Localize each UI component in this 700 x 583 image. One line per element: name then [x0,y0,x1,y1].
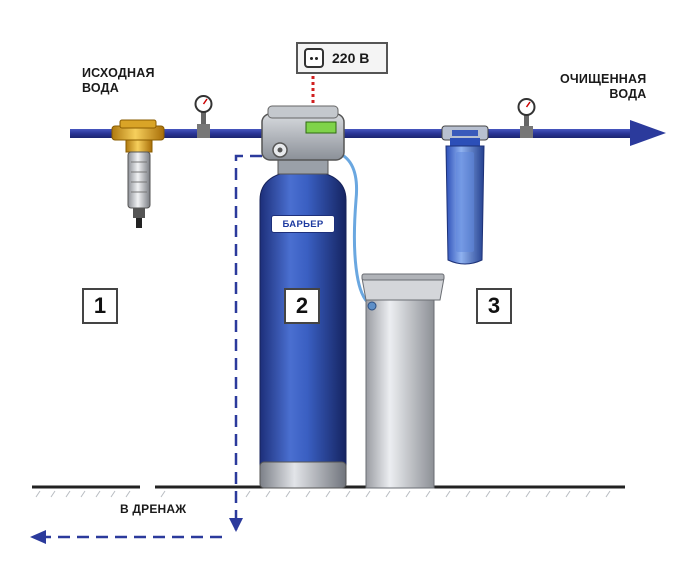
main-pipe [70,129,640,138]
source-water-line-1: ИСХОДНАЯ [82,66,155,80]
brine-tank [361,273,445,489]
brand-label: БАРЬЕР [282,218,324,230]
prefilter [111,119,165,228]
softener-tank [259,159,347,489]
stage-3-number: 3 [476,288,512,324]
source-water-label: ИСХОДНАЯ ВОДА [82,66,155,96]
stage-2-number: 2 [284,288,320,324]
drain-label: В ДРЕНАЖ [120,502,187,516]
source-water-line-2: ВОДА [82,81,120,95]
purified-water-label: ОЧИЩЕННАЯ ВОДА [560,72,646,102]
control-display [305,121,337,134]
drain-arrow-left-icon [30,530,46,544]
drain-line [46,154,262,539]
purified-water-line-2: ВОДА [609,87,647,101]
cartridge-filter [441,125,489,265]
stage-1-number: 1 [82,288,118,324]
purified-water-line-1: ОЧИЩЕННАЯ [560,72,647,86]
brand-logo: БАРЬЕР [272,216,334,232]
power-indicator: 220 В [296,42,388,74]
drain-arrow-down-icon [229,518,243,532]
pressure-gauge-icon [517,98,536,138]
power-socket-icon [304,48,324,68]
power-label: 220 В [332,50,370,66]
pressure-gauge-icon [194,95,213,138]
flow-arrow-icon [630,120,666,146]
brine-hose [335,150,373,308]
control-valve [261,105,345,161]
